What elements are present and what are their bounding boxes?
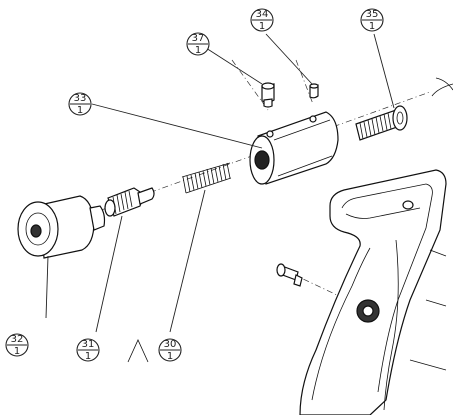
balloon-33-top: 33 (74, 93, 87, 104)
balloon-33: 33 1 (68, 92, 92, 116)
part-32-knob (17, 195, 106, 259)
balloon-34-bottom: 1 (259, 21, 265, 32)
part-37-pin (261, 82, 275, 108)
part-35-threaded-bolt (355, 105, 408, 141)
part-34-pin (309, 83, 319, 99)
part-33-sleeve-body (249, 111, 339, 185)
balloon-30-top: 30 (164, 339, 177, 350)
balloon-31-top: 31 (82, 339, 95, 350)
balloon-34: 34 1 (250, 8, 274, 32)
balloon-37: 37 1 (186, 32, 210, 56)
balloon-33-bottom: 1 (77, 105, 83, 116)
pin-axis-line-37 (231, 59, 269, 111)
balloon-34-top: 34 (256, 9, 269, 20)
part-screw (276, 263, 303, 287)
balloon-37-bottom: 1 (195, 45, 201, 56)
balloon-32: 32 1 (5, 333, 29, 357)
balloon-35-top: 35 (366, 9, 379, 20)
balloon-30-bottom: 1 (167, 351, 173, 362)
balloon-31-bottom: 1 (85, 351, 91, 362)
balloon-31: 31 1 (76, 338, 100, 362)
handle-grip-frame (299, 77, 453, 415)
balloon-35-bottom: 1 (369, 21, 375, 32)
balloon-37-top: 37 (192, 33, 205, 44)
part-31-threaded-stem (104, 187, 155, 217)
caret-mark (127, 339, 149, 363)
leader-lines (45, 33, 395, 333)
balloon-30: 30 1 (158, 338, 182, 362)
balloon-32-top: 32 (11, 334, 24, 345)
balloon-32-bottom: 1 (14, 346, 20, 357)
balloon-35: 35 1 (360, 8, 384, 32)
part-30-spring (181, 162, 232, 194)
